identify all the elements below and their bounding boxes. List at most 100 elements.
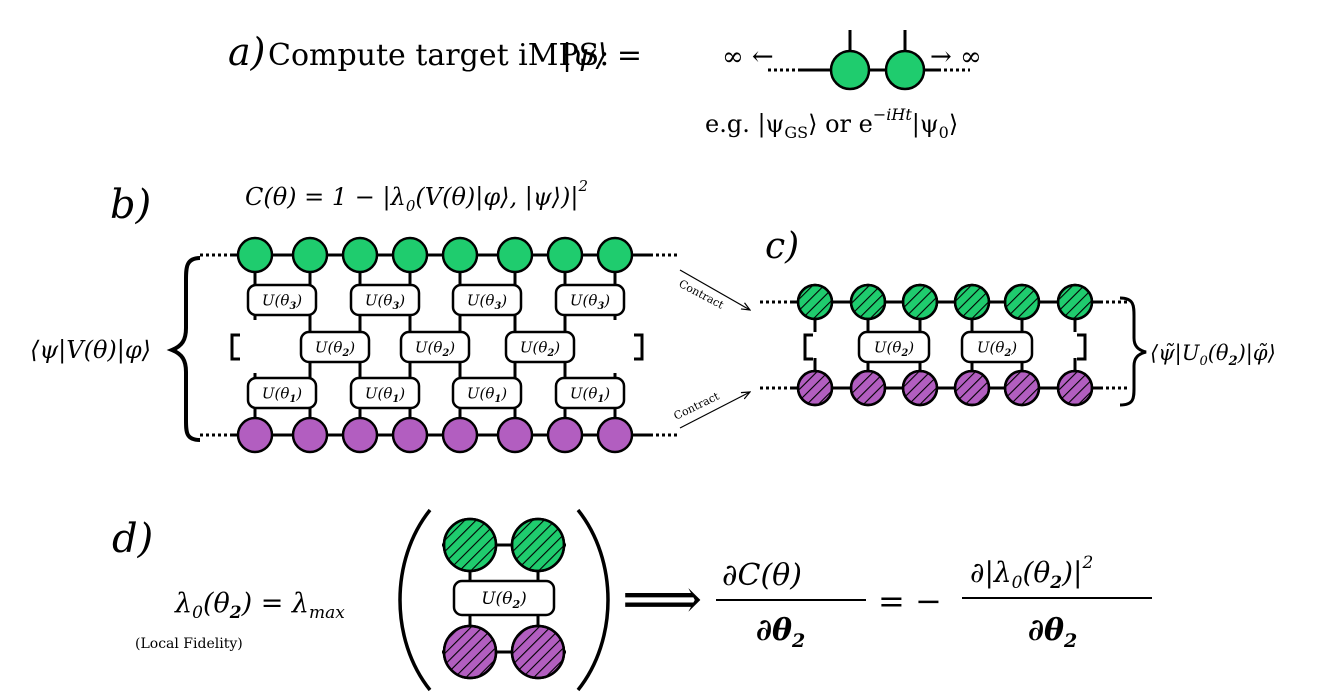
overlap-label: ⟨ψ|V(θ)|φ⟩: [30, 336, 151, 365]
local-fidelity-caption: (Local Fidelity): [135, 636, 243, 652]
phi-local-tensor-hatch: [510, 624, 566, 680]
panel-b-label: b): [110, 182, 151, 228]
right-brace: [1119, 296, 1147, 407]
psi-tilde-tensor-hatch: [796, 283, 834, 321]
left-paren: [398, 508, 432, 692]
equals-minus: = −: [878, 582, 942, 620]
gate-u-theta-1: [246, 376, 318, 410]
gate-u-theta-2: [452, 579, 556, 617]
gate-u-theta-1: [554, 376, 626, 410]
tensor-network-b: U(θ3) U(θ1) U(θ3) U(θ1) U(θ3) U(θ1) U(θ3) U(θ1)…: [200, 236, 680, 454]
gate-u-theta-3-label: U(θ3): [262, 291, 302, 312]
psi-local-tensor-hatch: [510, 517, 566, 573]
panel-c-label: c): [765, 226, 799, 267]
phi-tensor: [441, 416, 479, 454]
phi-tensor: [391, 416, 429, 454]
panel-c-overlap: ⟨ψ̃|U0(θ2)|φ̃⟩: [1150, 341, 1276, 369]
gate-u-theta-3: [451, 283, 523, 317]
psi-tensor: [291, 236, 329, 274]
panel-b: b) C(θ) = 1 − |λ0(V(θ)|φ⟩, |ψ⟩)|2 ⟨ψ|V(θ…: [30, 177, 680, 454]
phi-tilde-tensor-hatch: [1003, 369, 1041, 407]
gate-u-theta-2-label: U(θ2): [315, 338, 355, 359]
gate-u-theta-3-label: U(θ3): [570, 291, 610, 312]
gate-u-theta-3: [554, 283, 626, 317]
psi-tilde-tensor-hatch: [901, 283, 939, 321]
tensor-network-c: U(θ2) U(θ2): [760, 283, 1128, 407]
boundary-bracket-right: [634, 333, 644, 361]
panel-a-state: |ψ⟩ =: [562, 38, 642, 73]
gate-u-theta-2-label: U(θ2): [520, 338, 560, 359]
panel-a: a) Compute target iMPS: |ψ⟩ = ∞ ← → ∞ e.…: [228, 30, 982, 142]
gate-u-theta-3-label: U(θ3): [365, 291, 405, 312]
psi-tensor: [236, 236, 274, 274]
phi-tilde-tensor-hatch: [953, 369, 991, 407]
phi-tilde-tensor-hatch: [849, 369, 887, 407]
gate-u-theta-1: [451, 376, 523, 410]
phi-tensor: [496, 416, 534, 454]
boundary-bracket-right: [1077, 333, 1087, 361]
gate-u-theta-2-label: U(θ2): [481, 589, 527, 611]
psi-tilde-tensor-hatch: [953, 283, 991, 321]
contract-label-lower: Contract: [672, 389, 722, 422]
boundary-bracket-left: [230, 333, 240, 361]
gate-u-theta-2-label: U(θ2): [977, 338, 1017, 359]
panel-d: d) λ0(θ2) = λmax (Local Fidelity) U(θ2) …: [112, 508, 1152, 692]
gate-u-theta-1-label: U(θ1): [467, 384, 507, 405]
psi-tensor: [341, 236, 379, 274]
phi-local-tensor-hatch: [442, 624, 498, 680]
gate-u-theta-2: [857, 330, 931, 364]
local-fidelity-equation: λ0(θ2) = λmax: [174, 588, 345, 623]
contract-arrows: Contract Contract: [672, 269, 750, 429]
gate-u-theta-1-label: U(θ1): [365, 384, 405, 405]
infinity-left: ∞ ←: [722, 42, 774, 72]
panel-c: c) U(θ2) U(θ2) ⟨ψ̃|U0(θ2)|φ̃⟩: [760, 226, 1276, 407]
gradient-numerator: ∂C(θ): [722, 558, 802, 593]
cost-function: C(θ) = 1 − |λ0(V(θ)|φ⟩, |ψ⟩)|2: [245, 177, 588, 215]
gate-u-theta-3: [246, 283, 318, 317]
panel-a-label: a): [228, 30, 265, 74]
psi-tilde-tensor-hatch: [1003, 283, 1041, 321]
gate-u-theta-2-label: U(θ2): [874, 338, 914, 359]
phi-tilde-tensor-hatch: [901, 369, 939, 407]
fidelity-gradient-denominator: ∂θ2: [1028, 613, 1077, 652]
infinity-right: → ∞: [930, 42, 982, 72]
gate-u-theta-3: [349, 283, 421, 317]
psi-tensor: [596, 236, 634, 274]
gate-u-theta-2-label: U(θ2): [415, 338, 455, 359]
implies-symbol: ⟹: [622, 567, 702, 632]
panel-a-title: Compute target iMPS:: [268, 38, 609, 73]
phi-tensor: [546, 416, 584, 454]
phi-tilde-tensor-hatch: [796, 369, 834, 407]
gate-u-theta-1-label: U(θ1): [570, 384, 610, 405]
mps-tensor: [829, 49, 871, 91]
gate-u-theta-1-label: U(θ1): [262, 384, 302, 405]
phi-tensor: [341, 416, 379, 454]
panel-a-example: e.g. |ψGS⟩ or e−iHt|ψ0⟩: [705, 105, 958, 142]
right-paren: [576, 508, 610, 692]
phi-tensor: [236, 416, 274, 454]
gradient-denominator: ∂θ2: [756, 613, 805, 652]
gate-u-theta-1: [349, 376, 421, 410]
psi-tilde-tensor-hatch: [1056, 283, 1094, 321]
psi-tensor: [546, 236, 584, 274]
phi-tensor: [596, 416, 634, 454]
tensor-network-d: U(θ2): [442, 517, 566, 680]
contract-arrow-upper: [679, 269, 750, 310]
mps-tensor: [884, 49, 926, 91]
boundary-bracket-left: [803, 333, 813, 361]
psi-tensor: [441, 236, 479, 274]
left-brace: [166, 256, 201, 442]
gate-u-theta-3-label: U(θ3): [467, 291, 507, 312]
phi-tensor: [291, 416, 329, 454]
gate-u-theta-2: [960, 330, 1034, 364]
psi-tilde-tensor-hatch: [849, 283, 887, 321]
phi-tilde-tensor-hatch: [1056, 369, 1094, 407]
fidelity-gradient-numerator: ∂|λ0(θ2)|2: [970, 553, 1093, 593]
psi-tensor: [391, 236, 429, 274]
panel-d-label: d): [112, 516, 153, 562]
contract-arrow-lower: [679, 392, 750, 429]
psi-local-tensor-hatch: [442, 517, 498, 573]
gate-u-theta-2: [504, 330, 576, 364]
gate-u-theta-2: [399, 330, 471, 364]
